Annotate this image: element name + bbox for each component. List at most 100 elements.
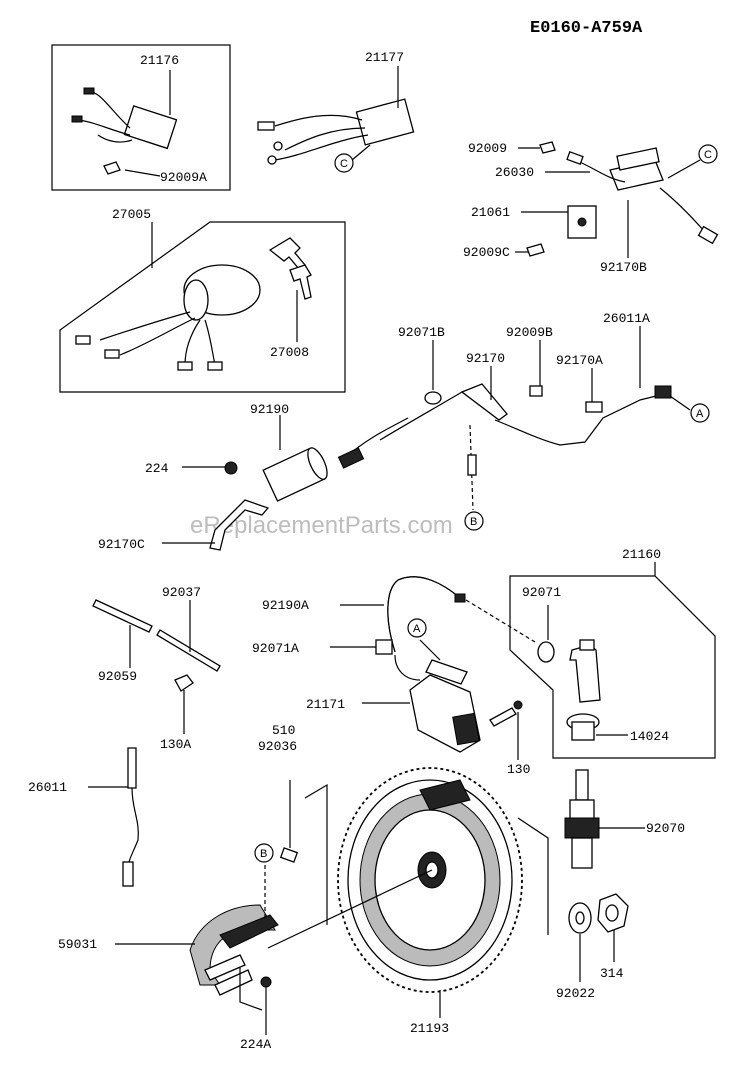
leader-92009A [124, 169, 161, 177]
callout-a-label-2: A [413, 623, 421, 635]
bolt-92009-icon [539, 141, 556, 154]
label-92071B: 92071B [398, 325, 445, 340]
bolt-92009A-icon [103, 161, 121, 175]
plug-terminal-icon [575, 769, 589, 801]
label-21061: 21061 [471, 205, 510, 220]
box-21176 [51, 44, 231, 191]
cover-screw-icon [577, 217, 587, 227]
hv-lead-inner [387, 576, 461, 653]
coil-wire [394, 654, 421, 681]
condenser-end [307, 447, 328, 480]
spacer-icon [467, 454, 477, 476]
key-27008-b-icon [289, 264, 312, 300]
lead-26011-terminal-icon [122, 861, 134, 887]
leader-callout-c [351, 144, 371, 161]
label-92071A: 92071A [252, 641, 299, 656]
guide-stator [239, 968, 263, 1011]
label-21193: 21193 [410, 1021, 449, 1036]
box-27005 [59, 221, 346, 393]
callout-b-circle [464, 511, 484, 531]
label-21177: 21177 [365, 50, 404, 65]
key-switch-group: 27005 27008 [59, 207, 346, 393]
grommet-92071B-icon [424, 391, 442, 405]
condenser-connector-icon [337, 447, 365, 469]
label-224A: 224A [240, 1037, 271, 1052]
spark-plug-group: 92070 [564, 769, 685, 869]
label-14024: 14024 [630, 729, 669, 744]
label-92170B: 92170B [600, 260, 647, 275]
stator-plate-icon [219, 914, 279, 949]
label-92037: 92037 [162, 585, 201, 600]
harness-wire-2 [379, 391, 463, 441]
stator-coil-icon [204, 954, 246, 981]
callout-c-circle-2 [698, 144, 718, 164]
lead-26011-group: 26011 [28, 747, 139, 887]
label-26030: 26030 [495, 165, 534, 180]
flywheel-magnet-icon [419, 779, 471, 811]
bolt-130-icon [489, 707, 517, 727]
leader-callout-a [419, 639, 441, 661]
module-21177-wires [274, 114, 369, 161]
harness-wire [494, 392, 669, 446]
label-21160: 21160 [622, 547, 661, 562]
diagram-code: E0160-A759A [530, 19, 643, 38]
key-switch-wires [99, 311, 216, 366]
terminal-top-icon [579, 639, 595, 651]
flywheel-21193-group: 21193 [267, 767, 523, 1036]
lead-26011-top-icon [127, 747, 137, 789]
label-224: 224 [145, 461, 169, 476]
connector-icon [697, 225, 719, 245]
cap-92071-icon [537, 641, 555, 663]
label-92009C: 92009C [463, 245, 510, 260]
dashed-lead [465, 599, 536, 643]
callout-c-label-2: C [704, 149, 712, 161]
callout-a-circle [690, 403, 710, 423]
wire-terminal-icon [83, 87, 95, 95]
label-92190: 92190 [250, 402, 289, 417]
callout-c-label: C [340, 158, 348, 170]
shaft-92037-icon [156, 629, 221, 672]
connector-26011A-icon [654, 385, 672, 399]
nut-hole-icon [605, 904, 619, 922]
plug-hex-icon [564, 817, 600, 839]
label-92022: 92022 [556, 986, 595, 1001]
module-21176-group: 21176 92009A [51, 44, 231, 191]
bracket-92170-icon [460, 383, 508, 421]
washer-hole-icon [575, 911, 585, 925]
plug-insulator-icon [569, 799, 595, 821]
washer-nut-group: 314 92022 [517, 817, 629, 1001]
label-92170A: 92170A [556, 353, 603, 368]
wire-terminal-icon [566, 151, 584, 165]
wire-terminal-icon [257, 121, 275, 131]
wire-terminal-icon [104, 349, 120, 359]
nut-130A-icon [174, 674, 194, 692]
label-92009: 92009 [468, 141, 507, 156]
label-130: 130 [507, 762, 530, 777]
plug-thread-icon [571, 837, 593, 869]
leader-callout-c2 [667, 159, 701, 179]
wire-terminal-icon [75, 335, 91, 345]
label-21176: 21176 [140, 53, 179, 68]
wire-terminal-icon [71, 115, 83, 123]
label-21171: 21171 [306, 697, 345, 712]
condenser-group: 92190 224 92170C [98, 402, 409, 552]
wire-terminal-icon [177, 361, 193, 371]
bolt-224A-icon [260, 976, 272, 988]
bolt-224-icon [224, 461, 238, 475]
bolt-92009C-icon [526, 243, 545, 257]
lead-26011-wire [127, 787, 139, 871]
bracket-92170C-icon [209, 499, 270, 551]
bolt-head-icon [513, 700, 523, 710]
leader-26011A [639, 326, 691, 411]
label-27005: 27005 [112, 207, 151, 222]
label-92009B: 92009B [506, 325, 553, 340]
callout-a-label: A [696, 408, 704, 420]
callout-b-label: B [470, 516, 477, 528]
coil-top-icon [425, 659, 468, 685]
flywheel-key-group: 510 92036 [258, 723, 328, 925]
callout-b-circle-2 [254, 843, 274, 863]
shaft-axis-line [267, 869, 433, 949]
spring-body-icon [571, 721, 595, 741]
label-92070: 92070 [646, 821, 685, 836]
